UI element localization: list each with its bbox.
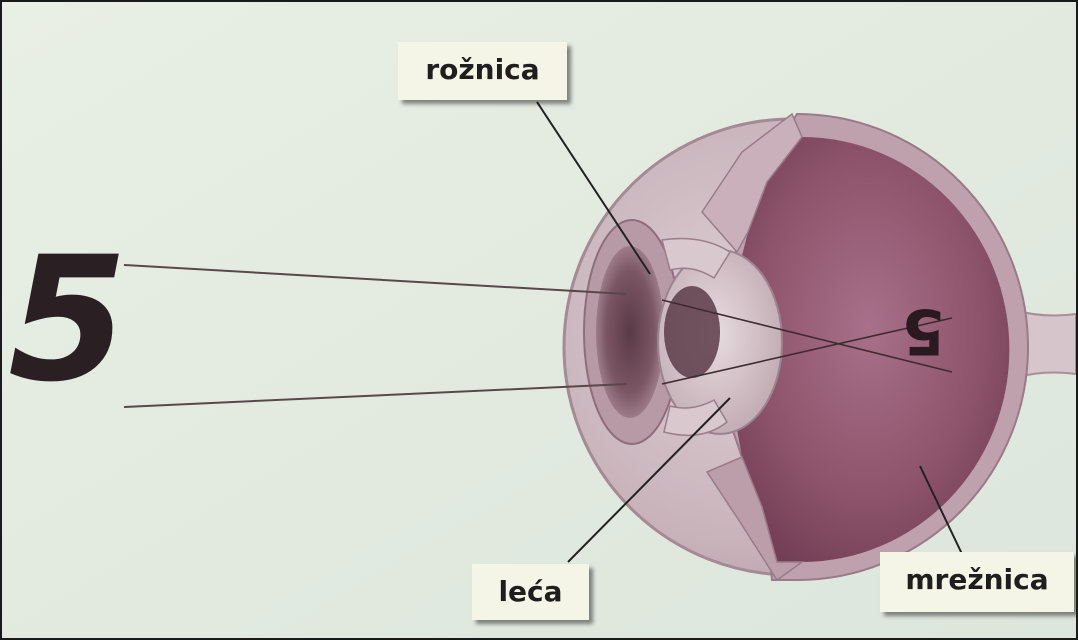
retina-image-number: 5 bbox=[902, 300, 945, 362]
object-number: 5 bbox=[8, 234, 122, 406]
iris bbox=[596, 246, 664, 418]
label-cornea: rožnica bbox=[398, 42, 567, 100]
pupil bbox=[664, 286, 720, 378]
label-retina: mrežnica bbox=[880, 552, 1074, 612]
label-lens: leća bbox=[472, 564, 589, 620]
